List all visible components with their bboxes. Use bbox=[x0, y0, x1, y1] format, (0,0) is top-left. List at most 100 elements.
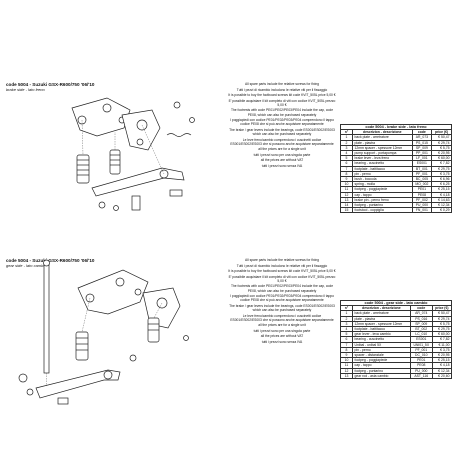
part-price: € 20,95 bbox=[431, 352, 453, 359]
part-price: € 25,15 bbox=[431, 357, 453, 364]
col-header: n° bbox=[340, 129, 353, 136]
part-price: € 20,60 bbox=[431, 372, 453, 380]
note-line: E' possibile acquistare il kit completo … bbox=[228, 274, 336, 283]
part-price: € 60,00 bbox=[431, 155, 452, 162]
part-number: 2 bbox=[340, 139, 353, 146]
col-header: price (€) bbox=[431, 305, 453, 312]
gear-exploded-diagram bbox=[18, 259, 189, 405]
part-number: 13 bbox=[340, 372, 353, 380]
part-description: gear rod - asta cambio bbox=[352, 372, 411, 380]
part-number: 5 bbox=[340, 331, 353, 338]
part-price: € 20,95 bbox=[431, 149, 452, 157]
note-line: I poggiapiedi con codice PE01/PE02/PE03/… bbox=[230, 118, 334, 127]
part-price: € 25,15 bbox=[431, 186, 452, 193]
part-number: 8 bbox=[340, 346, 353, 354]
note-line: tutti i prezzi sono per una singola part… bbox=[253, 328, 311, 333]
part-number: 15 bbox=[340, 207, 353, 214]
note-line: The footrests with code PE01/PE02/PE03/P… bbox=[230, 284, 334, 293]
gear-header: code 5004 - Suzuki GSX-R600/750 '06/'10 … bbox=[6, 258, 95, 268]
table-title: code 5004 - gear side - lato cambio bbox=[340, 299, 452, 307]
col-header: price (€) bbox=[431, 129, 452, 136]
note-line: tutti i prezzi sono senza IVA bbox=[261, 340, 303, 344]
note-line: Tutti i pezzi di ricambio includono le r… bbox=[236, 87, 328, 92]
part-price: € 5,75 bbox=[431, 144, 452, 152]
part-description: brake pin - perno freno bbox=[352, 196, 413, 204]
note-line: tutti i prezzi sono per una singola part… bbox=[253, 152, 311, 157]
part-number: 4 bbox=[340, 325, 353, 333]
part-price: € 6,25 bbox=[431, 181, 452, 188]
table-title: code 5004 - brake side - lato freno bbox=[340, 123, 452, 131]
note-line: All spare parts include the relative scr… bbox=[244, 258, 320, 262]
part-number: 1 bbox=[340, 134, 353, 141]
part-number: 5 bbox=[340, 155, 353, 162]
part-price: € 3,75 bbox=[431, 346, 453, 354]
part-price: € 7,82 bbox=[431, 336, 453, 343]
note-line: The brake / gear levers include the bear… bbox=[229, 303, 335, 312]
part-number: 9 bbox=[340, 352, 353, 359]
note-line: E' possibile acquistare il kit completo … bbox=[228, 98, 336, 107]
note-line: all the prices are without VAT bbox=[260, 158, 304, 163]
part-number: 13 bbox=[340, 196, 353, 204]
part-description: bearing - cuscinetto bbox=[352, 160, 413, 167]
note-line: Le leve freno/cambio comprendono i cusci… bbox=[230, 137, 334, 146]
note-line: tutti i prezzi sono senza IVA bbox=[261, 164, 303, 168]
part-price: € 14,63 bbox=[431, 196, 452, 204]
part-description: footstool - coppiglia bbox=[352, 207, 413, 214]
gear-code-title: code 5004 - Suzuki GSX-R600/750 '06/'10 bbox=[6, 258, 95, 263]
part-description: 12mm spacer - spessore 12mm bbox=[352, 320, 411, 328]
part-price: € 5,75 bbox=[431, 320, 453, 328]
part-number: 6 bbox=[340, 160, 353, 167]
part-number: 6 bbox=[340, 336, 353, 343]
part-price: € 7,82 bbox=[431, 160, 452, 167]
part-number: 14 bbox=[340, 202, 353, 209]
part-description: footpeg - puntarino bbox=[352, 202, 413, 209]
part-price: € 29,75 bbox=[431, 325, 453, 333]
part-number: 3 bbox=[340, 320, 353, 328]
part-price: € 12,34 bbox=[431, 202, 452, 209]
part-price: € 29,75 bbox=[431, 165, 452, 172]
col-header: n° bbox=[340, 305, 353, 312]
part-price: € 60,00 bbox=[431, 331, 453, 338]
part-description: 12mm spacer - spessore 12mm bbox=[352, 144, 413, 152]
part-description: back plate - arretratore bbox=[352, 134, 413, 141]
part-price: € 29,74 bbox=[431, 315, 453, 322]
part-description: brake lever - leva freno bbox=[352, 155, 413, 162]
note-line: The brake / gear levers include the bear… bbox=[229, 127, 335, 136]
gear-parts-table: code 5004 - gear side - lato cambio n° d… bbox=[340, 299, 453, 380]
part-price: € 4,18 bbox=[431, 191, 452, 198]
brake-code-title: code 5004 - Suzuki GSX-R600/750 '06/'10 bbox=[6, 82, 95, 87]
part-code: UNI01_5X bbox=[409, 341, 433, 348]
part-price: € 29,74 bbox=[431, 139, 452, 146]
note-line: all the prices are for a single unit bbox=[258, 147, 306, 152]
part-number: 9 bbox=[340, 176, 353, 183]
note-line: Le leve freno/cambio comprendono i cusci… bbox=[230, 313, 334, 322]
part-number: 7 bbox=[340, 165, 353, 172]
part-code: AST_116 bbox=[409, 372, 433, 380]
note-line: all the prices are for a single unit bbox=[258, 323, 306, 328]
brake-notes: All spare parts include the relative scr… bbox=[228, 82, 336, 170]
brake-subtitle: brake side - lato freno bbox=[6, 87, 45, 92]
gear-subtitle: gear side - lato cambio bbox=[6, 263, 47, 268]
part-number: 8 bbox=[340, 170, 353, 178]
part-number: 3 bbox=[340, 144, 353, 152]
part-price: € 50,47 bbox=[431, 310, 453, 317]
gear-notes: All spare parts include the relative scr… bbox=[228, 258, 336, 346]
note-line: All spare parts include the relative scr… bbox=[244, 82, 320, 86]
